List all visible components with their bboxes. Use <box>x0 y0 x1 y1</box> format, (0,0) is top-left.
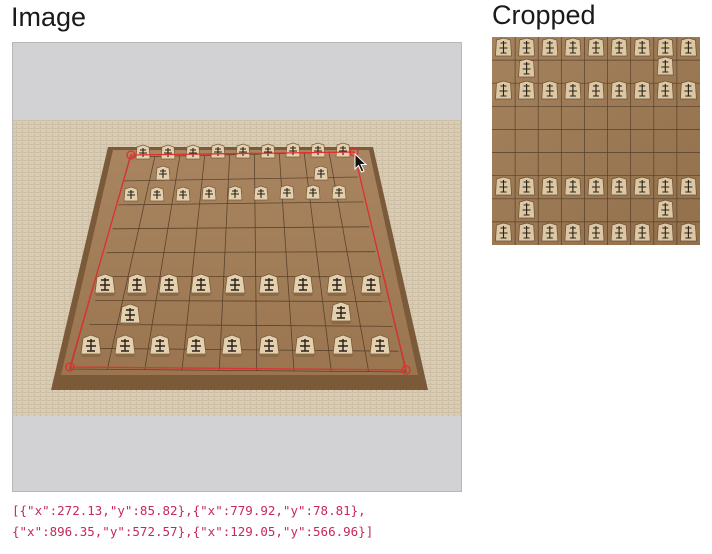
corner-handle-top-left[interactable] <box>126 150 136 160</box>
cropped-board-image <box>492 37 700 245</box>
corner-points-output: [{"x":272.13,"y":85.82},{"x":779.92,"y":… <box>12 500 702 542</box>
image-heading: Image <box>11 2 87 32</box>
corner-handle-bottom-left[interactable] <box>65 362 75 372</box>
cropped-heading: Cropped <box>492 0 596 30</box>
points-line-2: {"x":896.35,"y":572.57},{"x":129.05,"y":… <box>12 524 374 539</box>
points-line-1: [{"x":272.13,"y":85.82},{"x":779.92,"y":… <box>12 503 366 518</box>
image-canvas[interactable] <box>12 42 462 492</box>
shogi-board-photo <box>13 120 461 416</box>
arrow-cursor-icon <box>354 153 368 173</box>
corner-handle-top-right[interactable] <box>349 147 359 157</box>
crop-quadrilateral[interactable] <box>13 43 461 491</box>
corner-handle-bottom-right[interactable] <box>401 365 411 375</box>
cropped-preview <box>492 37 700 245</box>
